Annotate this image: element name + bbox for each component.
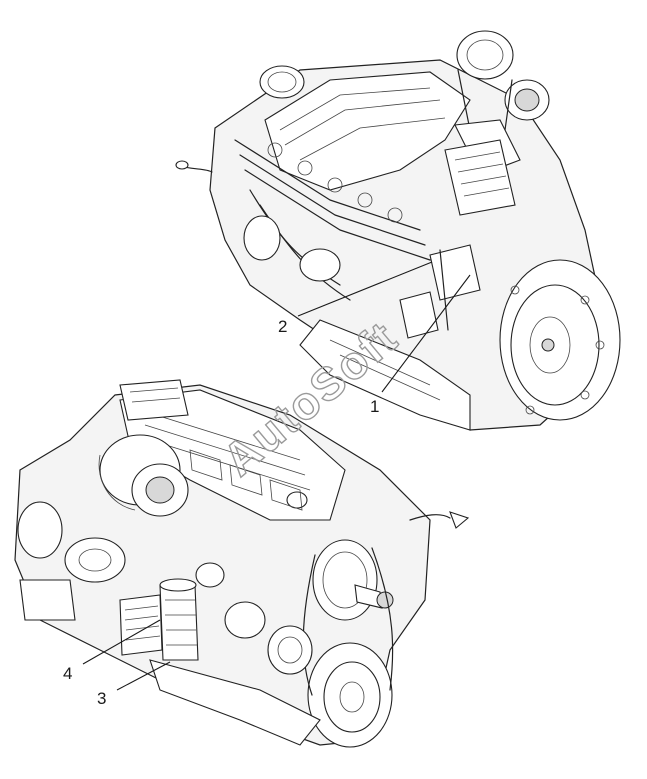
callout-2: 2 bbox=[278, 317, 287, 336]
engine-bottom-illustration bbox=[14, 379, 470, 748]
leader-line-2 bbox=[297, 261, 433, 317]
leader-line-3 bbox=[116, 661, 171, 691]
callout-4: 4 bbox=[63, 664, 72, 683]
leader-line-4 bbox=[82, 619, 161, 665]
callout-3: 3 bbox=[97, 689, 106, 708]
callout-labels: 1 2 3 4 bbox=[63, 317, 379, 708]
callout-1: 1 bbox=[370, 397, 379, 416]
leader-lines bbox=[82, 261, 471, 691]
engine-top-illustration bbox=[175, 30, 621, 431]
leader-line-1 bbox=[381, 274, 471, 393]
